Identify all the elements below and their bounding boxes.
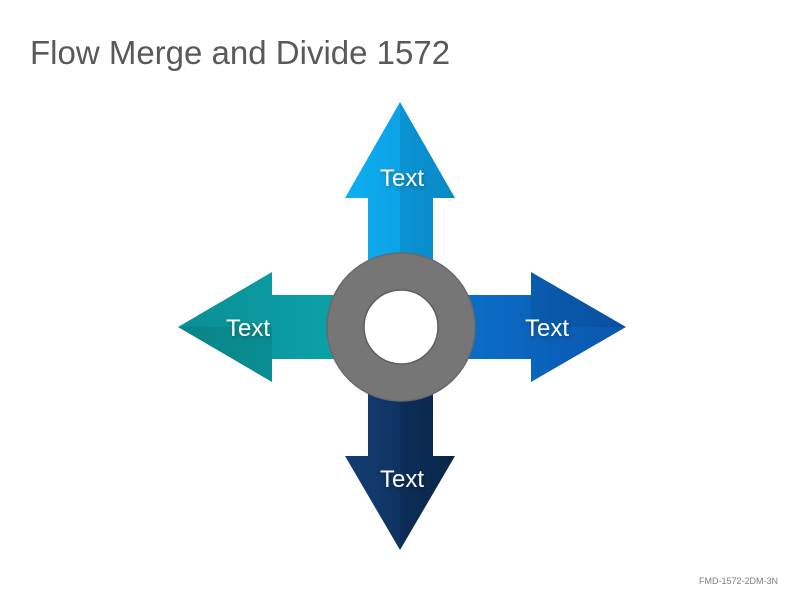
arrow-left-label: Text: [226, 315, 270, 342]
arrow-down-label: Text: [380, 466, 424, 493]
arrow-right[interactable]: Text: [455, 272, 626, 382]
arrow-down[interactable]: Text: [345, 360, 455, 550]
arrow-left[interactable]: Text: [178, 272, 345, 382]
slide-title: Flow Merge and Divide 1572: [30, 34, 451, 71]
arrow-up-label: Text: [380, 165, 424, 192]
arrow-up[interactable]: Text: [345, 102, 455, 300]
center-ring: [326, 252, 476, 402]
arrow-up-shape: [345, 102, 455, 300]
arrow-right-label: Text: [525, 315, 569, 342]
arrow-down-shape: [345, 360, 455, 550]
arrow-right-shape: [455, 272, 626, 382]
arrow-left-shape: [178, 272, 345, 382]
center-ring-hole: [363, 289, 439, 365]
footer-code: FMD-1572-2DM-3N: [698, 576, 778, 586]
